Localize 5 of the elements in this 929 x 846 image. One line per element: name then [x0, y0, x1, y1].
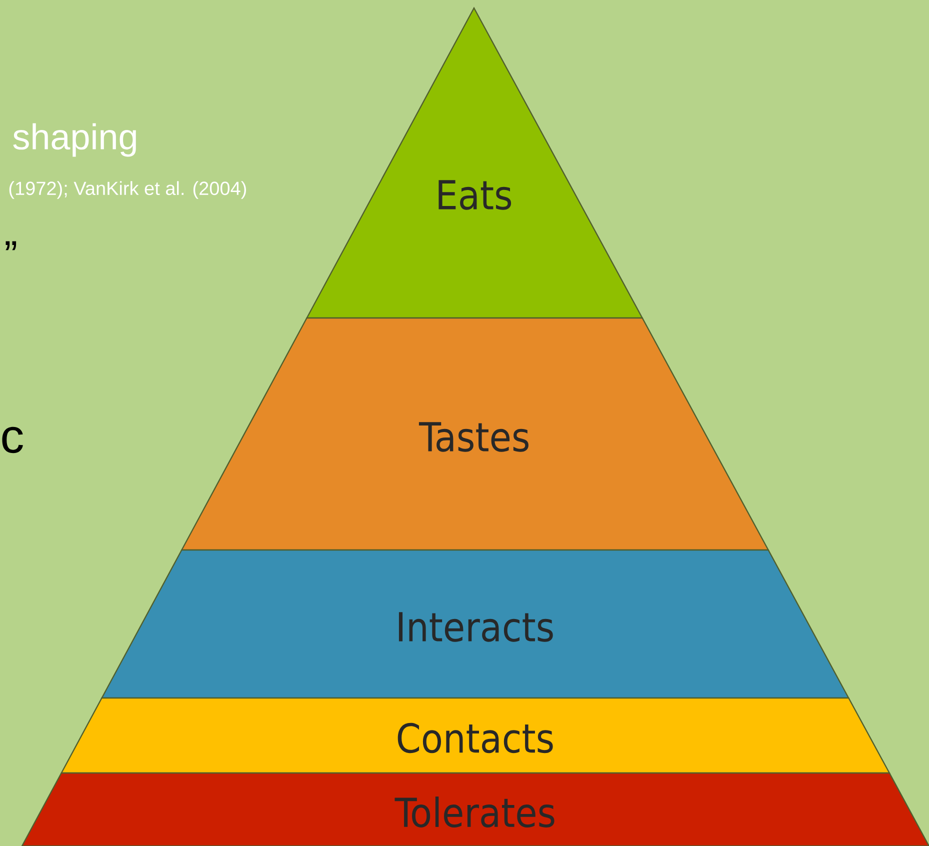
heading-text: shaping [13, 123, 136, 157]
quote-mark: ” [6, 241, 16, 250]
citation-text: (1972); VanKirk et al. (2004) [9, 181, 246, 199]
pyramid-band: Tolerates [21, 772, 929, 846]
body-text: c [2, 426, 23, 454]
